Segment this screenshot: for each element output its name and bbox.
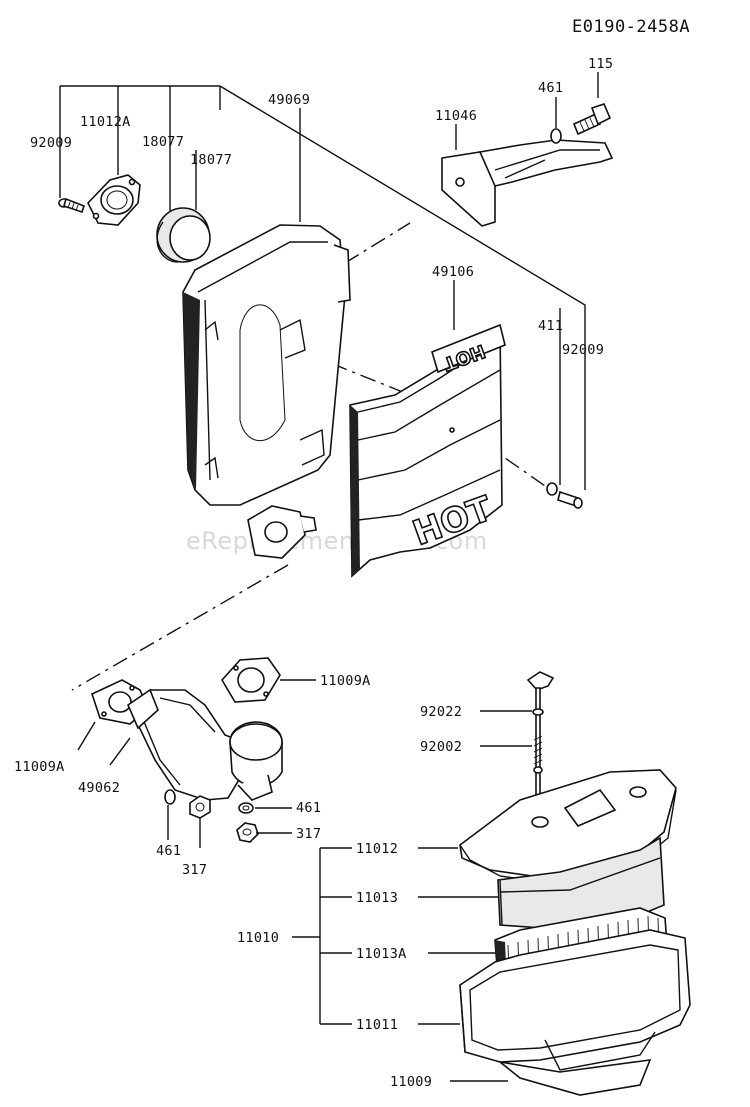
bolt-92009-icon: [58, 197, 85, 214]
washer-461-right-icon: [238, 802, 254, 814]
label-11009A-left: 11009A: [14, 759, 65, 775]
gasket-11009-icon: [497, 1059, 652, 1096]
label-18077-b: 18077: [190, 152, 232, 168]
stud-bolt-92022-icon: [526, 671, 555, 801]
label-11009A-right: 11009A: [320, 673, 371, 689]
label-49069: 49069: [268, 92, 310, 108]
label-92022: 92022: [420, 704, 462, 720]
nut-317-bottom-icon: [189, 795, 211, 819]
label-461-top: 461: [538, 80, 563, 96]
alignment-lines: [71, 222, 549, 691]
washer-461-bottom-icon: [164, 789, 176, 805]
label-11012: 11012: [356, 841, 398, 857]
nut-317-right-icon: [236, 822, 259, 843]
wing-nut-92002-icon: [533, 766, 543, 774]
washer-411-icon: [546, 482, 558, 496]
label-11011: 11011: [356, 1017, 398, 1033]
heat-shield-49106-icon: HOT HOT: [349, 323, 506, 578]
label-317-bottom: 317: [182, 862, 207, 878]
label-49062: 49062: [78, 780, 120, 796]
label-411: 411: [538, 318, 563, 334]
gasket-plate-11012A-icon: [87, 174, 141, 226]
label-49106: 49106: [432, 264, 474, 280]
bolt-92009-right-icon: [557, 490, 583, 509]
leader-lines-middle: [77, 679, 316, 848]
label-92009-right: 92009: [562, 342, 604, 358]
exhaust-pipe-49062-icon: [127, 688, 283, 801]
bracket-11046-icon: [441, 139, 614, 227]
pre-cleaner-11013-icon: [497, 836, 665, 931]
label-461-right: 461: [296, 800, 321, 816]
gasket-11009A-right-icon: [221, 657, 281, 703]
label-11013: 11013: [356, 890, 398, 906]
label-115: 115: [588, 56, 613, 72]
leader-tree-11010: [292, 847, 508, 1082]
washer-461-top-icon: [550, 128, 562, 144]
screen-18077-icon: [156, 207, 211, 263]
label-11009: 11009: [390, 1074, 432, 1090]
air-cleaner-base-11011-icon: [459, 929, 691, 1071]
label-317-right: 317: [296, 826, 321, 842]
bolt-115-icon: [572, 103, 612, 136]
leader-lines-top-left: [59, 72, 599, 490]
label-18077-a: 18077: [142, 134, 184, 150]
muffler-49069-icon: [182, 224, 351, 559]
label-11010: 11010: [237, 930, 279, 946]
label-461-bottom: 461: [156, 843, 181, 859]
label-11046: 11046: [435, 108, 477, 124]
label-92009-top: 92009: [30, 135, 72, 151]
label-92002: 92002: [420, 739, 462, 755]
air-cleaner-cover-11012-icon: [459, 769, 677, 886]
label-11012A: 11012A: [80, 114, 131, 130]
drawing-code: E0190-2458A: [572, 17, 690, 37]
label-11013A: 11013A: [356, 946, 407, 962]
